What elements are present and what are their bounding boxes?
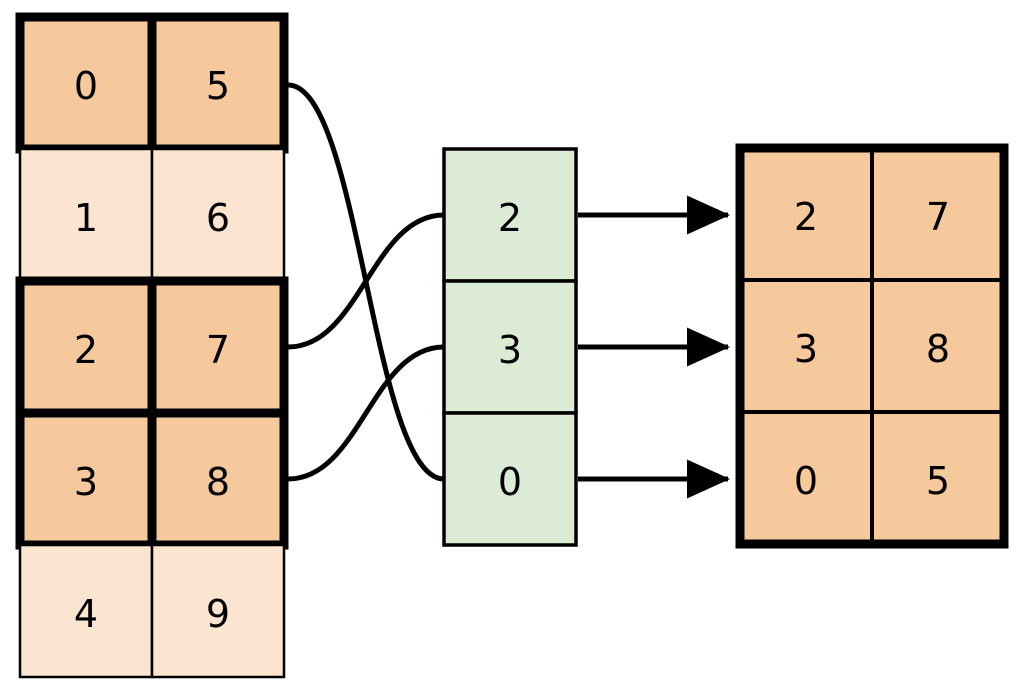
result-table-frame-overlay <box>735 143 1009 549</box>
index-column: 2 3 0 <box>442 147 578 547</box>
source-cell-r2-c0-value: 2 <box>74 328 98 372</box>
result-cell-r0-c0-value: 2 <box>794 195 818 239</box>
result-cell-r1-c1-value: 8 <box>926 327 950 371</box>
source-cell-r2-c1-value: 7 <box>206 328 230 372</box>
index-cell-0[interactable]: 2 <box>442 147 578 283</box>
source-row-0-to-index-2-curve <box>285 82 447 482</box>
source-row-0[interactable]: 0 5 <box>15 12 289 154</box>
index-cell-0-value: 2 <box>498 196 522 240</box>
source-table: 0 5 1 6 2 7 3 8 <box>15 12 289 679</box>
result-cell-r2-c1-value: 5 <box>926 459 950 503</box>
source-cell-r1-c0[interactable] <box>18 147 154 283</box>
source-row-3[interactable]: 3 8 <box>15 408 289 550</box>
result-cell-r2-c1[interactable] <box>870 410 1006 546</box>
source-row-1[interactable]: 1 6 <box>18 147 286 283</box>
source-row-4[interactable]: 4 9 <box>18 543 286 679</box>
source-cell-r4-c1[interactable] <box>150 543 286 679</box>
result-cell-r1-c0-value: 3 <box>794 327 818 371</box>
result-cell-r0-c1-value: 7 <box>926 195 950 239</box>
index-cell-1-value: 3 <box>498 328 522 372</box>
index-cell-1-box[interactable] <box>442 279 578 415</box>
source-cell-r4-c0-value: 4 <box>74 592 98 636</box>
source-cell-r3-c0-value: 3 <box>74 460 98 504</box>
result-row-0[interactable]: 2 7 <box>738 146 1006 282</box>
source-cell-r4-c0[interactable] <box>18 543 154 679</box>
index-cell-0-box[interactable] <box>442 147 578 283</box>
result-cell-r2-c0-value: 0 <box>794 459 818 503</box>
index-cell-2-value: 0 <box>498 460 522 504</box>
source-cell-r1-c1-value: 6 <box>206 196 230 240</box>
source-cell-r1-c1[interactable] <box>150 147 286 283</box>
result-table: 2 7 3 8 0 5 <box>735 143 1009 549</box>
link-curves <box>285 82 447 482</box>
source-cell-r0-c1-value: 5 <box>206 64 230 108</box>
source-row-2[interactable]: 2 7 <box>15 276 289 418</box>
source-cell-r0-c0-value: 0 <box>74 64 98 108</box>
result-row-1[interactable]: 3 8 <box>738 278 1006 414</box>
result-arrows <box>578 195 731 499</box>
source-cell-r2-c1[interactable] <box>147 276 289 418</box>
index-cell-2-box[interactable] <box>442 411 578 547</box>
source-row-3-to-index-1-curve <box>285 344 447 482</box>
source-cell-r3-c1-value: 8 <box>206 460 230 504</box>
index-cell-2[interactable]: 0 <box>442 411 578 547</box>
source-cell-r4-c1-value: 9 <box>206 592 230 636</box>
result-cell-r0-c0[interactable] <box>738 146 874 282</box>
source-cell-r3-c1[interactable] <box>147 408 289 550</box>
result-row-2[interactable]: 0 5 <box>738 410 1006 546</box>
source-cell-r1-c0-value: 1 <box>74 196 98 240</box>
index-cell-1[interactable]: 3 <box>442 279 578 415</box>
